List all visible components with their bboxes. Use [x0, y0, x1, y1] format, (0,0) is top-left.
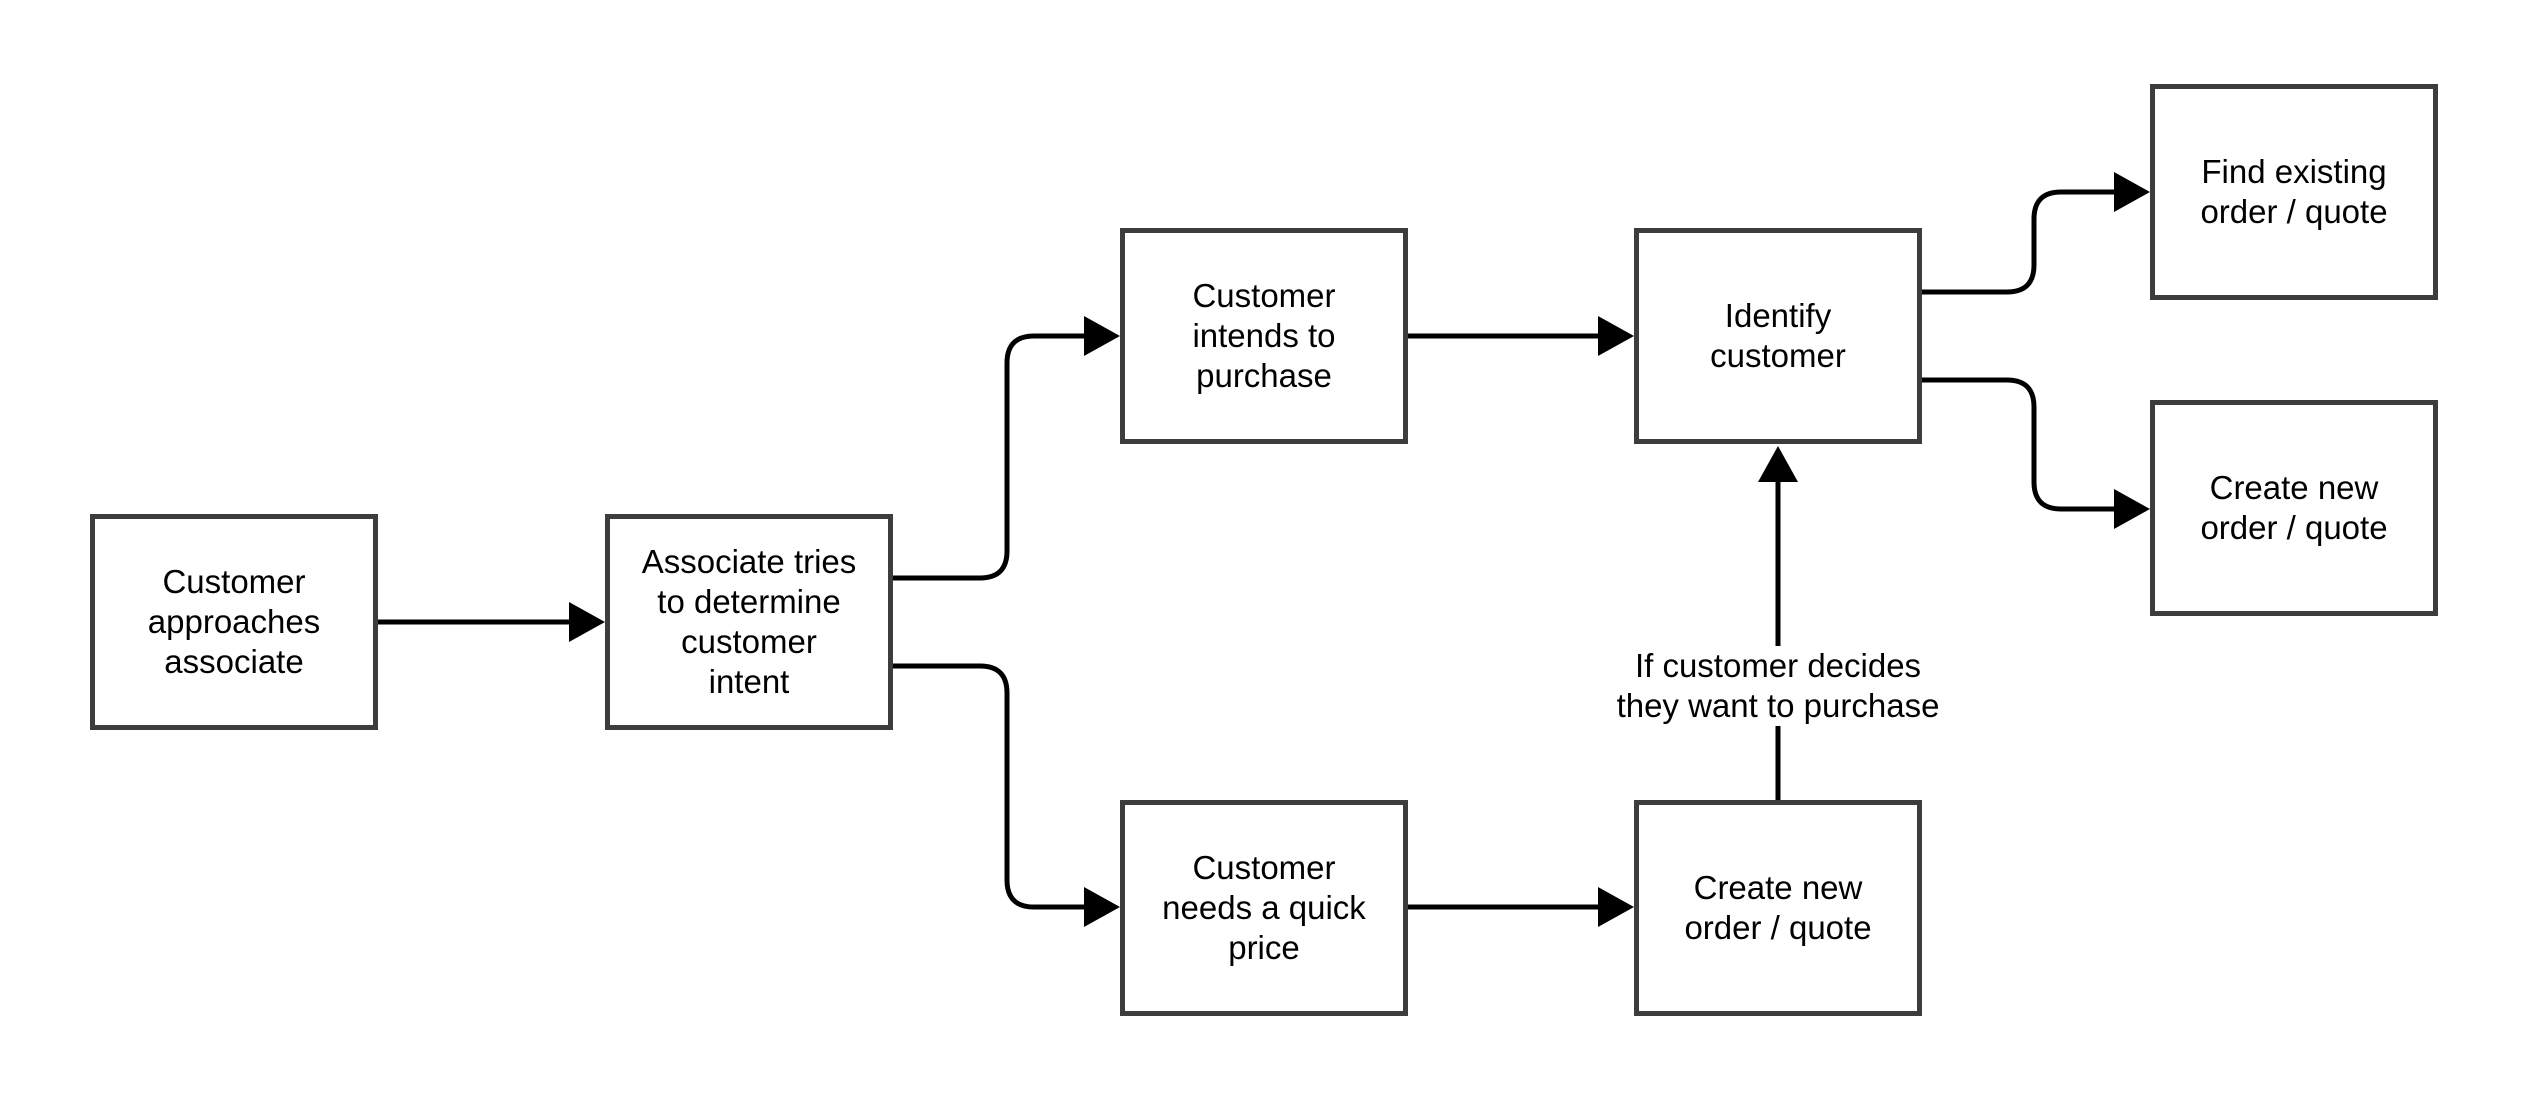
edge-label-decides-purchase: If customer decides they want to purchas…: [1588, 646, 1968, 726]
node-label: Customer needs a quick price: [1162, 849, 1366, 966]
arrowhead-quick-price-to-create: [1598, 887, 1634, 927]
node-customer-intends-purchase: Customer intends to purchase: [1120, 228, 1408, 444]
node-customer-needs-quick-price: Customer needs a quick price: [1120, 800, 1408, 1016]
node-label: Find existing order / quote: [2200, 153, 2388, 230]
arrowhead-create-to-identify: [1758, 446, 1798, 482]
node-label: Customer approaches associate: [147, 563, 321, 680]
arrowhead-identify-to-find-existing: [2114, 172, 2150, 212]
arrowhead-determine-to-purchase: [1084, 316, 1120, 356]
node-label: Associate tries to determine customer in…: [641, 543, 857, 700]
node-find-existing-order: Find existing order / quote: [2150, 84, 2438, 300]
arrowhead-identify-to-create-new: [2114, 489, 2150, 529]
arrowhead-determine-to-quick-price: [1084, 887, 1120, 927]
node-label: Create new order / quote: [2200, 469, 2388, 546]
node-label: Create new order / quote: [1684, 869, 1872, 946]
arrow-identify-to-find-existing: [1922, 189, 2118, 295]
arrow-identify-to-create-new: [1922, 377, 2118, 512]
node-associate-determines-intent: Associate tries to determine customer in…: [605, 514, 893, 730]
node-label: Identify customer: [1710, 297, 1846, 374]
node-label: Customer intends to purchase: [1192, 277, 1336, 394]
arrowhead-purchase-to-identify: [1598, 316, 1634, 356]
node-customer-approaches: Customer approaches associate: [90, 514, 378, 730]
node-create-order-quote-quick: Create new order / quote: [1634, 800, 1922, 1016]
node-identify-customer: Identify customer: [1634, 228, 1922, 444]
node-create-new-order: Create new order / quote: [2150, 400, 2438, 616]
arrow-determine-to-quick-price: [893, 663, 1088, 910]
arrowhead-approach-to-determine: [569, 602, 605, 642]
arrow-determine-to-purchase: [893, 333, 1088, 581]
